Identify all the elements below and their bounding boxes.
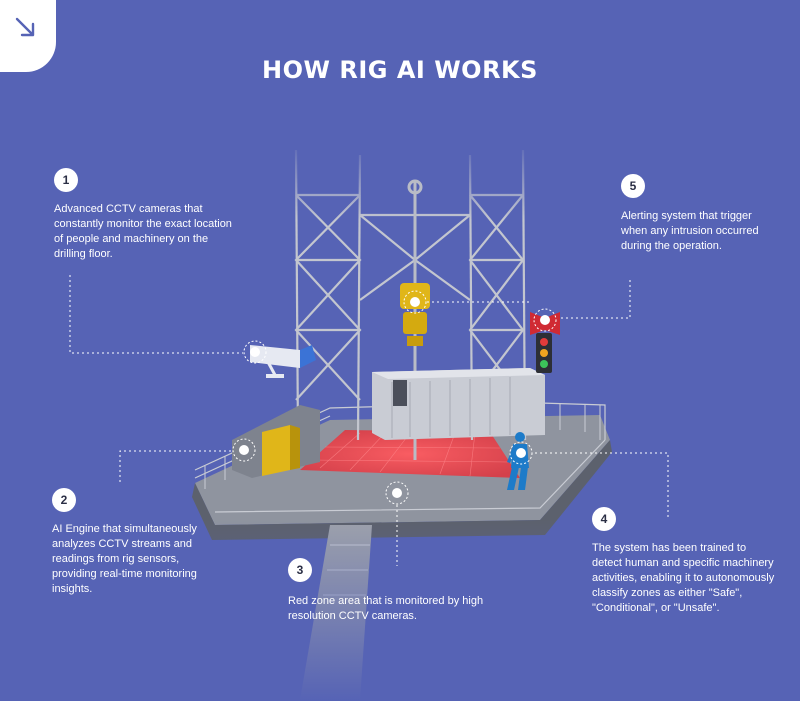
leader-lines <box>69 275 669 566</box>
step-5-description: Alerting system that trigger when any in… <box>621 210 759 252</box>
step-1-number: 1 <box>54 168 78 192</box>
step-2-description: AI Engine that simultaneously analyzes C… <box>52 523 197 595</box>
hotspots <box>232 290 557 505</box>
step-2-number: 2 <box>52 488 76 512</box>
hotspot-camera[interactable] <box>243 340 267 364</box>
doghouse-container <box>372 368 545 440</box>
step-3-description: Red zone area that is monitored by high … <box>288 595 484 622</box>
hotspot-alarm[interactable] <box>533 308 557 332</box>
hotspot-top-drive[interactable] <box>403 290 427 314</box>
corner-tab[interactable] <box>0 0 56 72</box>
cctv-camera <box>250 345 316 378</box>
step-4-number: 4 <box>592 507 616 531</box>
page-title: HOW RIG AI WORKS <box>262 56 538 84</box>
step-3-number: 3 <box>288 558 312 582</box>
step-4-description: The system has been trained to detect hu… <box>592 542 775 614</box>
step-5-number: 5 <box>621 174 645 198</box>
red-zone-area <box>300 430 520 478</box>
hotspot-red-zone[interactable] <box>385 481 409 505</box>
ai-engine-cabinet <box>232 405 320 478</box>
hotspot-ai-engine[interactable] <box>232 438 256 462</box>
hotspot-worker[interactable] <box>509 441 533 465</box>
step-1-description: Advanced CCTV cameras that constantly mo… <box>54 203 232 260</box>
